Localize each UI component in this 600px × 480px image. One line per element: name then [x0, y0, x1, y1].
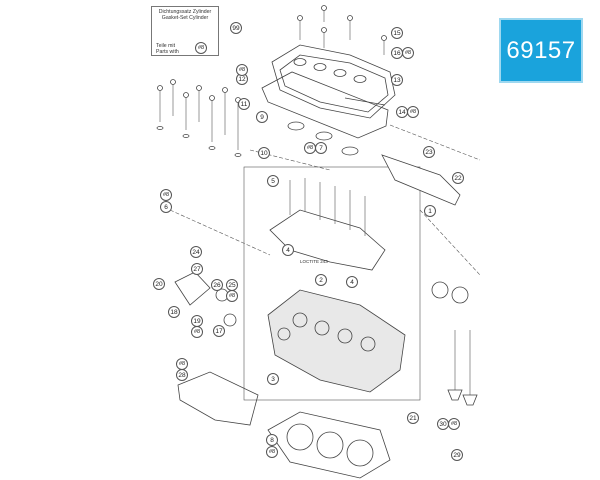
callout-hash-25: #8	[226, 290, 238, 302]
callout-10: 10	[258, 147, 270, 159]
callout-3: 3	[267, 373, 279, 385]
kit-parts-de: Teile mit	[156, 43, 176, 49]
valve-cover	[271, 44, 396, 119]
part-code-text: 69157	[506, 36, 576, 64]
callout-hash-14: #8	[407, 106, 419, 118]
callout-28: 28	[176, 369, 188, 381]
long-bolts	[156, 79, 242, 157]
callout-hash-16: #8	[402, 47, 414, 59]
callout-7: 7	[315, 142, 327, 154]
kit-hash-callout: #8	[195, 42, 207, 54]
assembly-frame	[243, 166, 421, 401]
callout-23: 23	[423, 146, 435, 158]
kit-title-de: Dichtungssatz Zylinder	[158, 9, 212, 15]
callout-5: 5	[267, 175, 279, 187]
callout-22: 22	[452, 172, 464, 184]
callout-26: 26	[211, 279, 223, 291]
camshaft-bridge	[269, 178, 386, 271]
callout-hash-8: #8	[266, 446, 278, 458]
callout-11: 11	[238, 98, 250, 110]
cover-bolts	[297, 5, 387, 55]
valve-cover-gasket	[261, 71, 389, 139]
part-code-badge: 69157	[499, 18, 583, 83]
callout-18: 18	[168, 306, 180, 318]
callout-2: 2	[315, 274, 327, 286]
callout-1: 1	[424, 205, 436, 217]
callout-13: 13	[391, 74, 403, 86]
gasket-kit-box: Dichtungssatz Zylinder Gasket-Set Cylind…	[151, 6, 219, 56]
callout-hash-19: #8	[191, 326, 203, 338]
callout-8: 8	[266, 434, 278, 446]
callout-21: 21	[407, 412, 419, 424]
callout-hash-30: #8	[448, 418, 460, 430]
callout-15: 15	[391, 27, 403, 39]
valves	[431, 281, 478, 406]
callout-27: 27	[191, 263, 203, 275]
loctite-label: LOCTITE 243	[300, 259, 328, 264]
callout-4b: 4	[346, 276, 358, 288]
intake-gasket	[177, 371, 259, 426]
camshaft	[381, 154, 461, 206]
callout-9: 9	[256, 111, 268, 123]
callout-17: 17	[213, 325, 225, 337]
callout-hash-28: #8	[176, 358, 188, 370]
callout-99: 99	[230, 22, 242, 34]
callout-20: 20	[153, 278, 165, 290]
kit-parts-en: Parts with	[156, 49, 179, 55]
callout-29: 29	[451, 449, 463, 461]
callout-6: 6	[160, 201, 172, 213]
cylinder-head	[267, 289, 406, 393]
callout-hash-12: #8	[236, 64, 248, 76]
callout-4a: 4	[282, 244, 294, 256]
thermostat-housing	[174, 271, 237, 327]
callout-hash-7: #8	[304, 142, 316, 154]
kit-title-en: Gasket-Set Cylinder	[161, 15, 209, 21]
head-gasket	[267, 411, 391, 479]
callout-25: 25	[226, 279, 238, 291]
callout-hash-6: #8	[160, 189, 172, 201]
callout-24: 24	[190, 246, 202, 258]
